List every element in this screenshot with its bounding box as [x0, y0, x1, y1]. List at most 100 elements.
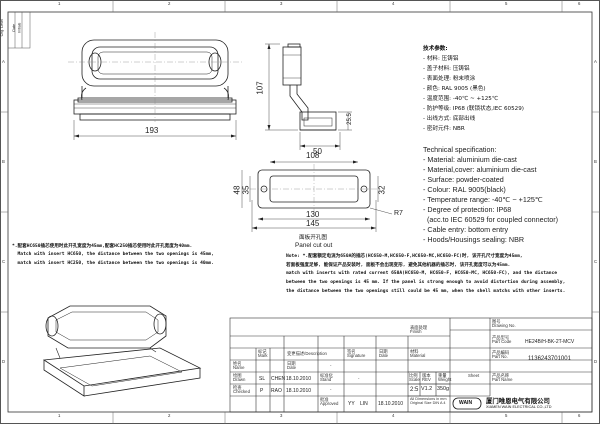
- change-row-2: -: [330, 375, 332, 380]
- side-view: [265, 43, 352, 150]
- note-right-0: Note: *.配套额定电流为650A的插芯(HC650-M,HC650-F,H…: [286, 254, 523, 259]
- dim-cutout-radius: R7: [394, 210, 403, 217]
- note-right-block: Note: *.配套额定电流为650A的插芯(HC650-M,HC650-F,H…: [286, 253, 565, 298]
- approved-label: 批准 Approved: [320, 397, 339, 407]
- date2-header: 日期 Date: [379, 349, 389, 359]
- part-no-label: 产品编码 Part No.: [492, 350, 510, 360]
- specs-cn-5: - 温度范围: -40℃ ~ +125℃: [423, 96, 499, 102]
- company-en: XIAMEN WAIN ELECTRICAL CO.,LTD: [486, 405, 552, 409]
- weight-label: 重量 Weight: [438, 373, 452, 383]
- specs-en-5: - Temperature range: -40℃ ~ +125℃: [423, 195, 543, 204]
- dim-cutout-h1: 48: [232, 185, 242, 195]
- specs-en-3: - Surface: powder-coated: [423, 175, 504, 184]
- note-right-2: match with inserts with rated current 65…: [286, 271, 558, 276]
- zone-row-right-c: C: [594, 259, 598, 264]
- zone-col-top-5: 5: [505, 1, 508, 6]
- signature-header: 签名 Signature: [347, 349, 366, 359]
- zone-col-top-6: 6: [578, 1, 581, 6]
- finish-label: 表面处理 Finish: [410, 325, 428, 335]
- specs-en-2: - Material,cover: aluminium die-cast: [423, 165, 537, 174]
- specs-cn-7: - 出线方式: 底部出线: [423, 116, 476, 122]
- note-right-3: between the two openings is 45 mm. If th…: [286, 280, 566, 285]
- drawn-initials: SL: [259, 376, 266, 382]
- revision-strip: [7, 11, 31, 49]
- specs-en-0: Technical specification:: [423, 145, 497, 154]
- tolerance-note: All Dimensions in mm Original Size DIN A…: [410, 397, 447, 405]
- title-block-grid: [229, 317, 593, 413]
- zone-col-bottom-1: 1: [58, 413, 61, 418]
- logo-text: WAIN: [459, 400, 473, 406]
- std-value: -: [358, 376, 360, 381]
- part-code-label: 产品型号 Part Code: [492, 335, 512, 345]
- zone-col-bottom-2: 2: [168, 413, 171, 418]
- change-header: 变更描述/Description: [287, 351, 327, 356]
- drawn-label: 绘图 Drawn: [233, 373, 246, 383]
- part-code-value: HE24B/H-BK-2T-MCV: [525, 339, 575, 345]
- strip-chg-level: Chg. Level: [0, 19, 4, 37]
- zone-col-top-1: 1: [58, 1, 61, 6]
- material-label: 材料 Material: [410, 349, 426, 359]
- checked-name: RAO: [271, 388, 282, 394]
- std-label: 标准化 Stand: [320, 373, 333, 383]
- change-row-1: -: [330, 363, 332, 368]
- dim-cutout-h3: 32: [377, 185, 387, 195]
- specs-cn-0: 技术参数:: [423, 46, 448, 52]
- specs-en-9: - Hoods/Housings sealing: NBR: [423, 235, 525, 244]
- zone-col-bottom-4: 4: [392, 413, 395, 418]
- drawn-name: CHEN: [271, 376, 286, 382]
- dim-cutout-total: 145: [306, 219, 320, 228]
- part-no-value: 1136243701001: [528, 356, 571, 362]
- dim-side-small: 25.5: [346, 113, 353, 125]
- note-left-block: *.配套HC650插芯使用时此开孔宽度为45mm,配套HC250插芯使用时此开孔…: [12, 243, 214, 270]
- zone-col-bottom-6: 6: [578, 413, 581, 418]
- zone-col-bottom-3: 3: [280, 413, 283, 418]
- approved-name: YY: [348, 401, 355, 407]
- strip-date: Date: [12, 24, 16, 32]
- cutout-caption-cn: 面板开孔图: [299, 235, 327, 241]
- zone-row-left-d: D: [2, 359, 6, 364]
- specs-cn-1: - 材料: 压铸铝: [423, 56, 459, 62]
- dim-cutout-outer: 108: [306, 151, 320, 160]
- specs-cn-3: - 表面处理: 粉末喷涂: [423, 76, 476, 82]
- checked-label: 检查 Checked: [233, 385, 250, 395]
- date-header: 日期 Date: [287, 361, 297, 371]
- drawn-date: 18.10.2010: [286, 376, 312, 382]
- cutout-caption-en: Panel cut out: [295, 242, 333, 249]
- note-left-1: Match with insert HC650, the distance be…: [12, 252, 214, 257]
- note-left-0: *.配套HC650插芯使用时此开孔宽度为45mm,配套HC250插芯使用时此开孔…: [12, 244, 193, 249]
- change-row-3: -: [330, 387, 332, 392]
- company-cn: 厦门唯恩电气有限公司: [486, 397, 550, 405]
- zone-row-left-c: C: [2, 259, 6, 264]
- panel-cutout-view: [241, 160, 393, 232]
- name-header: 姓名 Name: [233, 361, 245, 371]
- zone-col-top-3: 3: [280, 1, 283, 6]
- zone-col-bottom-5: 5: [505, 413, 508, 418]
- zone-col-top-4: 4: [392, 1, 395, 6]
- drawing-no-label: 图号 Drawing No.: [492, 319, 516, 329]
- zone-col-top-2: 2: [168, 1, 171, 6]
- sheet-label: Sheet: [468, 373, 480, 378]
- checked-initials: P: [260, 388, 264, 394]
- dim-side-height: 107: [255, 81, 265, 95]
- company-logo: [452, 397, 482, 410]
- specs-cn-2: - 盖子材料: 压铸铝: [423, 66, 470, 72]
- isometric-view: [42, 305, 202, 397]
- scale-value: 2:5: [410, 387, 419, 393]
- zone-row-right-b: B: [594, 159, 597, 164]
- specs-cn-4: - 颜色: RAL 9005 (黑色): [423, 86, 486, 92]
- specs-cn-8: - 密封元件: NBR: [423, 126, 465, 132]
- zone-row-right-d: D: [594, 359, 598, 364]
- specs-en-7: (acc.to IEC 60529 for coupled connector): [423, 215, 559, 224]
- specs-en-1: - Material: aluminium die-cast: [423, 155, 517, 164]
- specs-en-block: Technical specification: - Material: alu…: [423, 145, 558, 245]
- specs-en-4: - Colour: RAL 9005(black): [423, 185, 506, 194]
- rev-value: V1.2: [421, 386, 433, 392]
- weight-value: 350g: [437, 386, 449, 392]
- approved-sig: LIN: [360, 401, 368, 407]
- specs-cn-6: - 防护等级: IP68 (联锁状态,IEC 60529): [423, 106, 524, 112]
- specs-en-6: - Degree of protection: IP68: [423, 205, 512, 214]
- note-right-1: 若面板强度足够, 能保证产品安装时, 面板不会出现变形, 避免其他机器的插芯时,…: [286, 263, 511, 268]
- strip-initials: Initials: [17, 22, 22, 33]
